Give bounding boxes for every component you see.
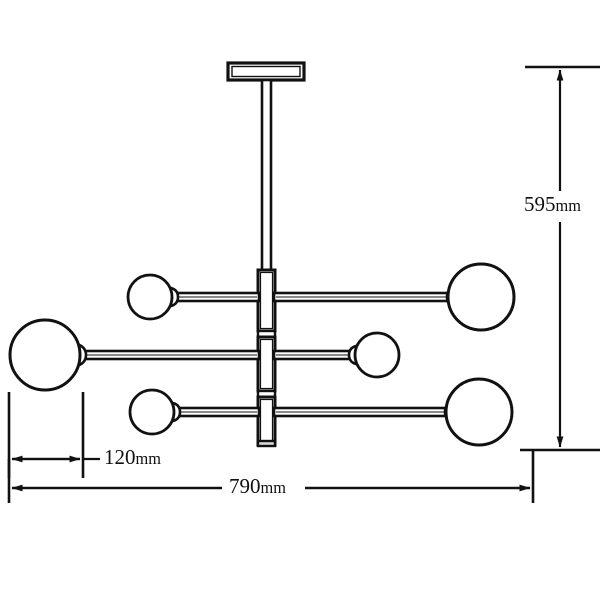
light-fixture-assembly bbox=[8, 61, 516, 448]
globe-upper-right bbox=[445, 262, 516, 332]
dimension-595mm bbox=[520, 65, 600, 452]
arm-lower-left bbox=[170, 406, 261, 418]
dimension-120mm bbox=[7, 392, 100, 478]
central-body-column bbox=[256, 268, 277, 448]
globe-middle-right bbox=[347, 331, 401, 379]
dimension-790mm bbox=[7, 450, 535, 503]
dimension-label-595mm: 595mm bbox=[524, 192, 581, 217]
dimension-label-120mm: 120mm bbox=[104, 445, 161, 470]
dimension-unit-120: mm bbox=[135, 449, 161, 468]
globe-lower-left bbox=[128, 388, 182, 436]
arm-lower-right bbox=[272, 406, 454, 418]
dimension-annotations bbox=[7, 65, 600, 503]
dimension-value-120: 120 bbox=[104, 445, 136, 469]
globe-middle-left bbox=[8, 318, 88, 392]
dimension-value-595: 595 bbox=[524, 192, 556, 216]
globe-lower-right bbox=[443, 377, 514, 447]
dimension-unit-595: mm bbox=[555, 196, 581, 215]
arm-middle-right bbox=[272, 349, 359, 361]
dimension-value-790: 790 bbox=[229, 474, 261, 498]
dimension-unit-790: mm bbox=[260, 478, 286, 497]
globe-upper-left bbox=[126, 273, 180, 321]
drop-stem-rod bbox=[260, 78, 273, 274]
arm-upper-right bbox=[272, 291, 456, 303]
arm-upper-left bbox=[168, 291, 261, 303]
arm-middle-left bbox=[76, 349, 261, 361]
dimension-label-790mm: 790mm bbox=[229, 474, 286, 499]
ceiling-canopy-plate bbox=[226, 61, 306, 82]
